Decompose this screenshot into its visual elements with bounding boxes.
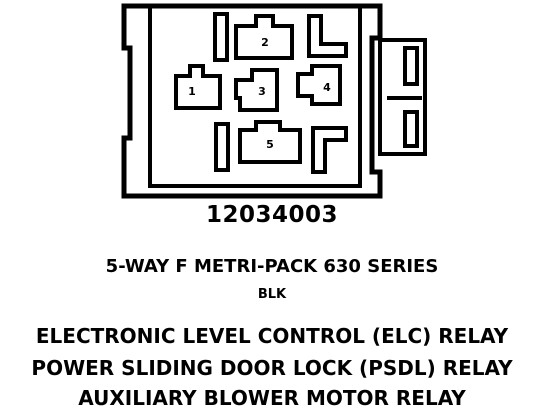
connector-inner-cavity	[148, 4, 362, 188]
terminal-cavity-2	[234, 14, 294, 60]
application-line: AUXILIARY BLOWER MOTOR RELAY	[78, 386, 466, 410]
terminal-cavity-1	[174, 64, 222, 110]
terminal-label-2: 2	[261, 36, 269, 49]
latch-tab-lower	[403, 110, 419, 148]
terminal-label-4: 4	[323, 81, 331, 94]
terminal-cavity-5	[238, 120, 302, 164]
connector-series: 5-WAY F METRI-PACK 630 SERIES	[105, 256, 439, 277]
connector-face-diagram: 1 2 3 4 5	[121, 3, 427, 199]
terminal-label-5: 5	[266, 138, 274, 151]
terminal-cavity-3	[234, 68, 279, 112]
part-number: 12034003	[205, 202, 339, 228]
application-line: POWER SLIDING DOOR LOCK (PSDL) RELAY	[31, 356, 513, 380]
terminal-label-3: 3	[258, 85, 266, 98]
connector-color: BLK	[257, 287, 287, 302]
connector-latch-housing	[378, 38, 427, 156]
terminal-label-1: 1	[188, 85, 196, 98]
keyway-slot-top	[213, 12, 229, 62]
keyway-slot-bottom	[214, 122, 230, 172]
terminal-cavity-4	[296, 64, 342, 106]
application-line: ELECTRONIC LEVEL CONTROL (ELC) RELAY	[35, 324, 509, 348]
latch-tab-upper	[403, 46, 419, 86]
polarizing-key-bottom	[311, 126, 348, 174]
polarizing-key-top	[307, 14, 348, 58]
